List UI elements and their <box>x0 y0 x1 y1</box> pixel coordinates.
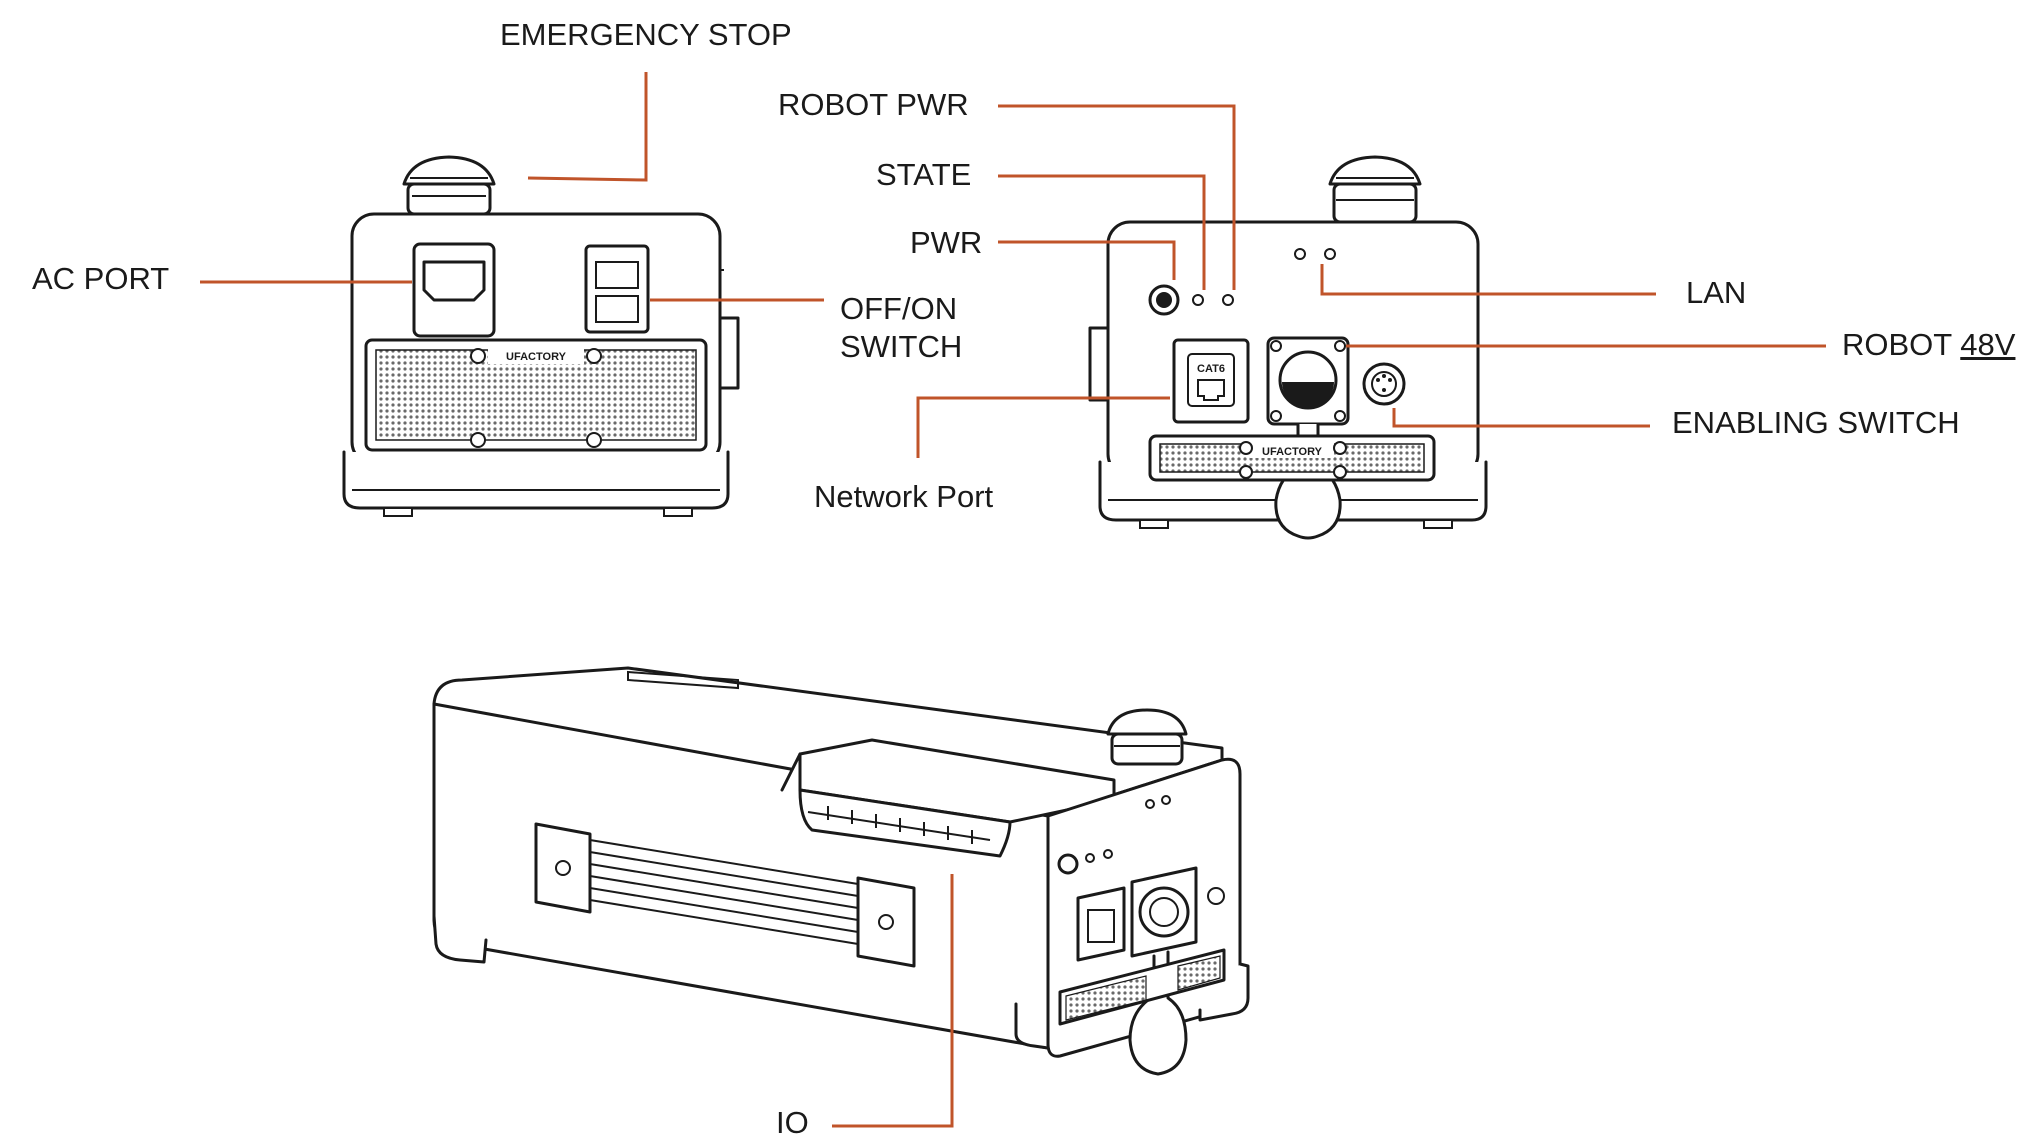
label-io: IO <box>776 1105 809 1140</box>
brand-label-rear: UFACTORY <box>1262 446 1323 458</box>
leader-enabling-switch <box>1392 408 1650 428</box>
cat6-label: CAT6 <box>1197 363 1225 375</box>
label-state: STATE <box>876 157 972 192</box>
leader-robot-pwr <box>998 104 1236 290</box>
side-vent-panel <box>534 822 916 968</box>
label-enabling-switch: ENABLING SWITCH <box>1672 405 1960 440</box>
label-lan: LAN <box>1686 275 1747 310</box>
robot-48v-connector <box>1266 336 1350 540</box>
handle-vents <box>807 806 991 844</box>
leader-network-port <box>916 396 1170 458</box>
label-robot-48v: ROBOT 48V <box>1842 326 2015 363</box>
leader-lan <box>1320 264 1656 296</box>
rear-grille: UFACTORY <box>1148 434 1436 482</box>
leader-pwr <box>998 240 1176 280</box>
front-view: UFACTORY <box>342 155 740 517</box>
lan-led-1 <box>1294 248 1306 260</box>
label-robot-48v-value: 48V <box>1960 327 2016 362</box>
leader-emergency-stop <box>527 72 648 182</box>
emergency-stop-button <box>402 155 496 216</box>
label-robot-pwr: ROBOT PWR <box>778 87 969 122</box>
emergency-stop-iso <box>1106 708 1188 766</box>
off-on-switch <box>584 244 650 334</box>
brand-label-front: UFACTORY <box>506 351 567 363</box>
front-grille: UFACTORY <box>364 338 708 452</box>
state-led <box>1192 294 1204 306</box>
lan-led-2 <box>1324 248 1336 260</box>
label-robot-48v-prefix: ROBOT <box>1842 327 1961 362</box>
robot-pwr-led <box>1222 294 1234 306</box>
leader-state <box>998 174 1206 290</box>
ac-port <box>412 242 496 338</box>
label-network-port: Network Port <box>814 479 994 514</box>
rear-view: CAT6 UFACTORY <box>1088 155 1488 540</box>
leader-io <box>832 874 954 1128</box>
leader-lines <box>200 72 1826 1128</box>
emergency-stop-button-rear <box>1328 155 1422 224</box>
isometric-view <box>432 666 1250 1076</box>
label-ac-port: AC PORT <box>32 261 170 296</box>
label-off-on-switch-line1: OFF/ON <box>840 291 958 326</box>
network-port: CAT6 <box>1172 338 1250 424</box>
label-emergency-stop: EMERGENCY STOP <box>500 17 792 52</box>
label-pwr: PWR <box>910 225 983 260</box>
enabling-switch-port <box>1362 362 1406 406</box>
pwr-button <box>1148 284 1180 316</box>
label-off-on-switch-line2: SWITCH <box>840 329 963 364</box>
